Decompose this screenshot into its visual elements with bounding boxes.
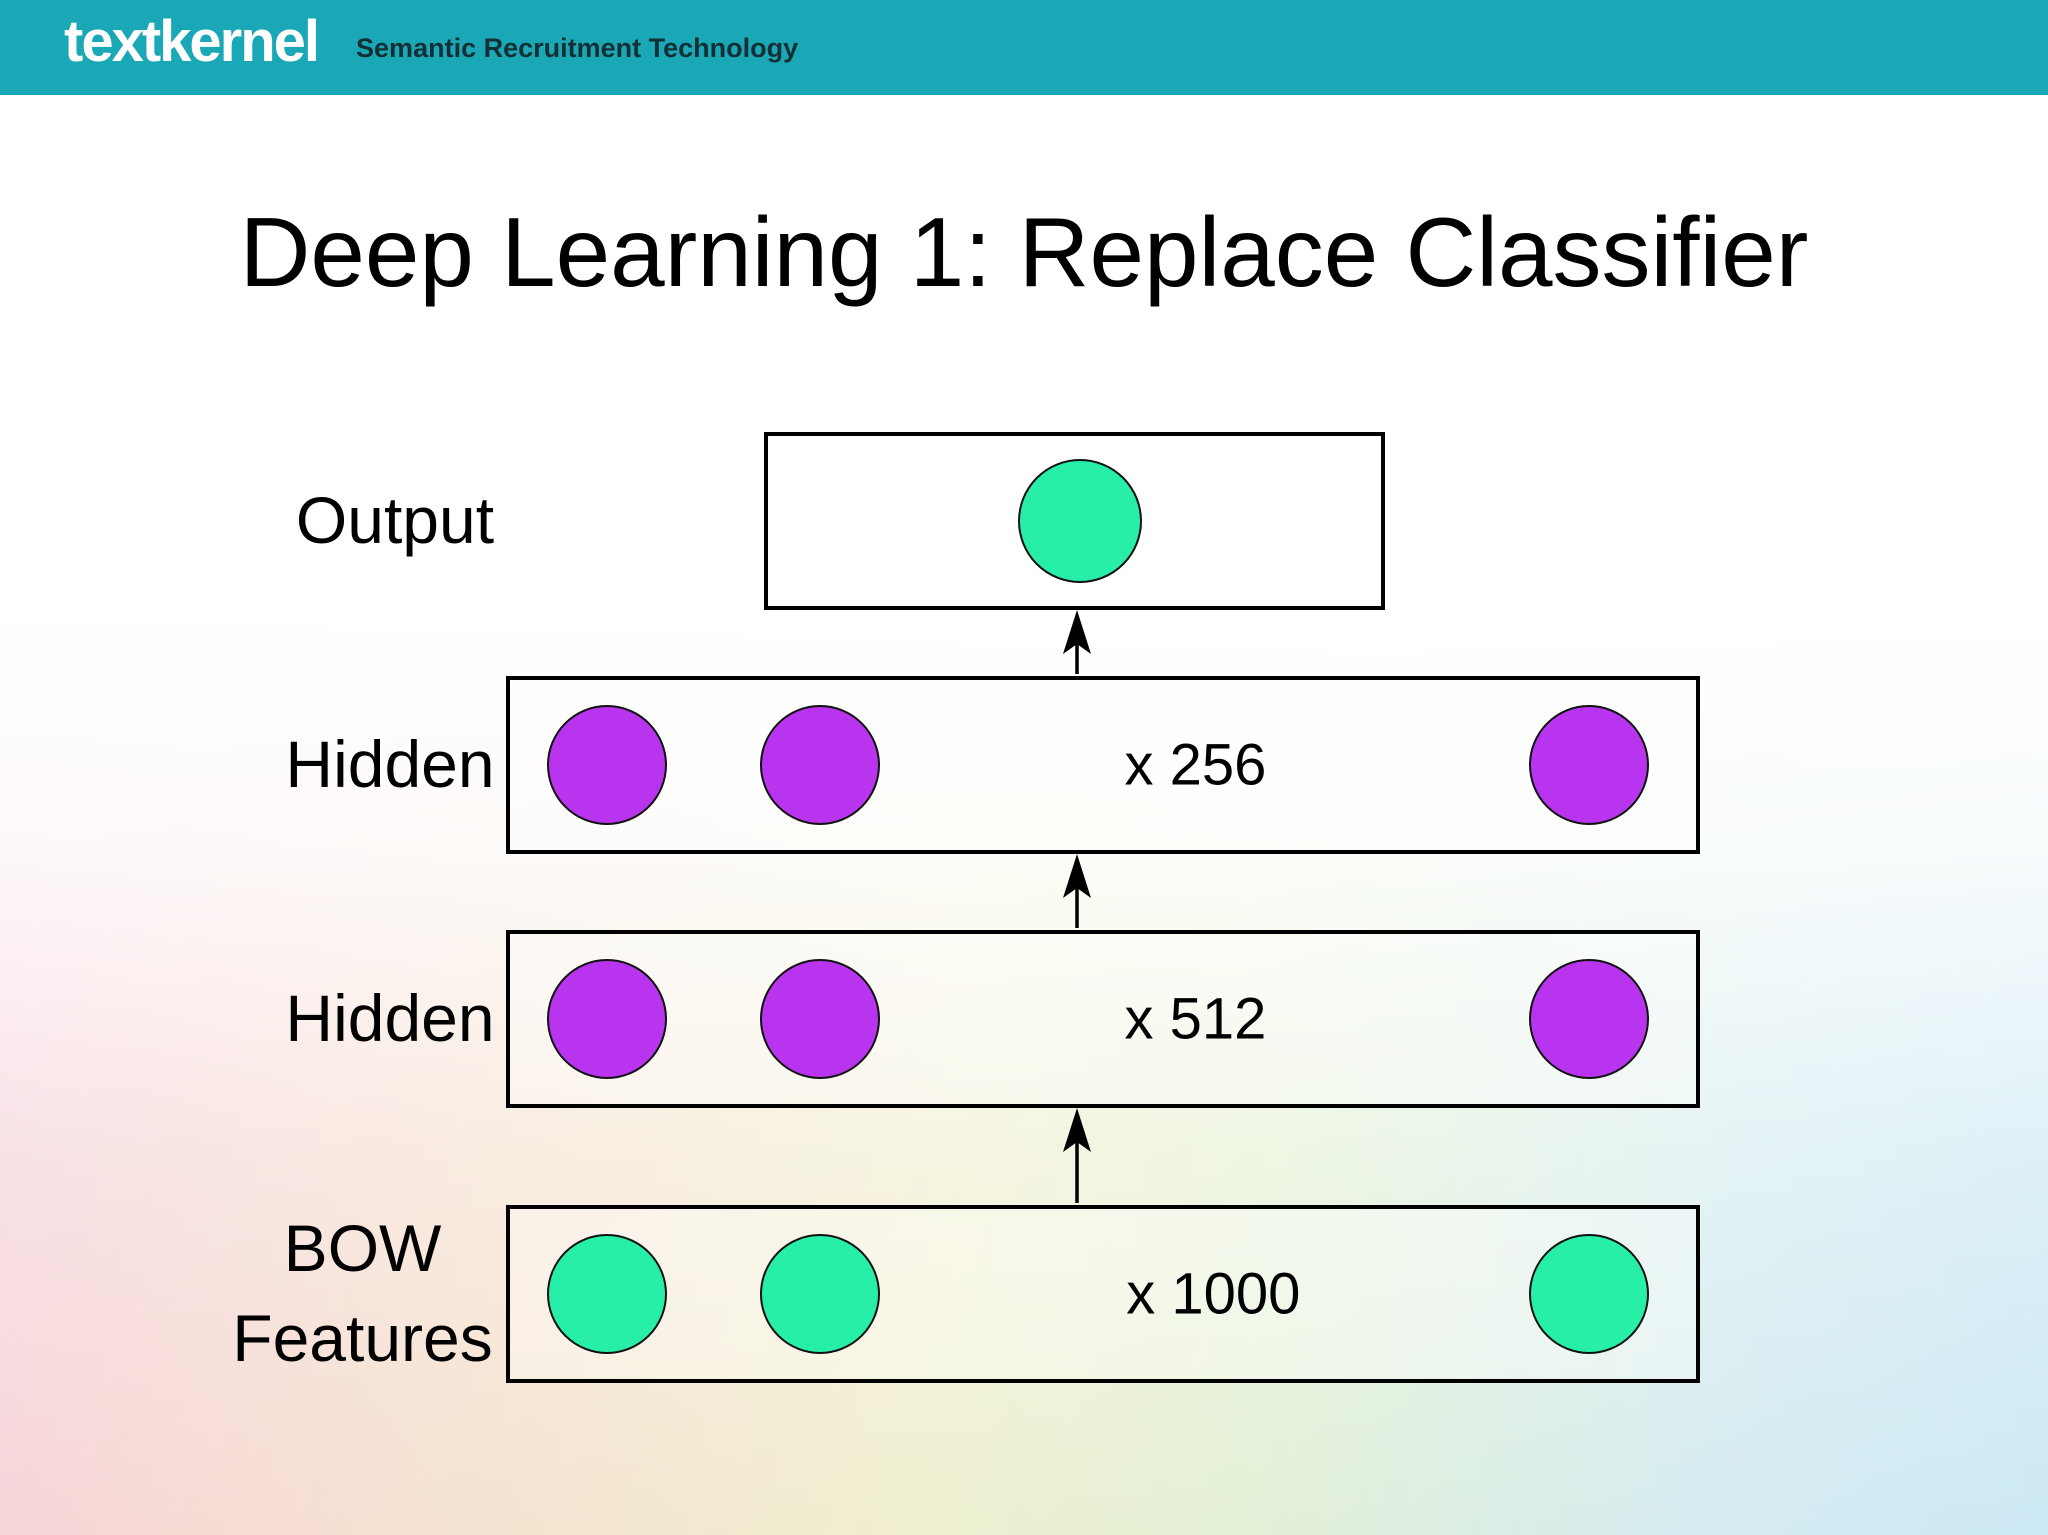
label-hidden-bottom: Hidden [255,930,525,1108]
neuron-circle [547,1234,668,1354]
neuron-circle [1529,1234,1650,1354]
slide-title: Deep Learning 1: Replace Classifier [239,197,1809,307]
label-hidden-top: Hidden [255,676,525,854]
neuron-circle [759,959,880,1079]
label-line: Features [232,1301,493,1375]
layer-multiplier: x 256 [1124,732,1267,798]
layer-box-hidden-top: x 256 [506,676,1700,854]
layer-box-output [764,432,1385,610]
neuron-circle [759,1234,880,1354]
header-tagline: Semantic Recruitment Technology [356,33,799,63]
layer-box-hidden-bottom: x 512 [506,930,1700,1108]
up-arrow-icon [1063,1108,1091,1203]
label-bow-features: BOW Features [210,1205,515,1383]
up-arrow-icon [1063,610,1091,674]
neuron-circle [547,705,668,825]
textkernel-logo: textkernel [64,9,320,74]
label-output: Output [240,432,550,610]
label-line: Hidden [285,727,495,802]
neuron-circle [1018,459,1143,583]
neuron-circle [1529,959,1650,1079]
header-bar: textkernel Semantic Recruitment Technolo… [0,0,2048,95]
layer-box-bow-features: x 1000 [506,1205,1700,1383]
label-line: Output [295,483,495,558]
neuron-circle [547,959,668,1079]
up-arrow-icon [1063,854,1091,928]
layer-multiplier: x 1000 [1126,1261,1301,1327]
label-line: BOW [283,1211,442,1286]
layer-multiplier: x 512 [1124,986,1267,1052]
neuron-circle [759,705,880,825]
neuron-circle [1529,705,1650,825]
label-line: Hidden [285,981,495,1056]
